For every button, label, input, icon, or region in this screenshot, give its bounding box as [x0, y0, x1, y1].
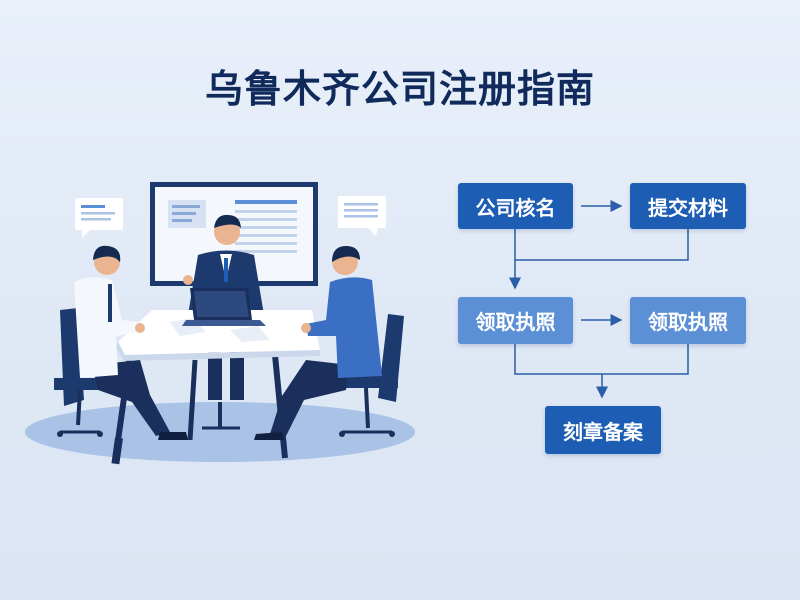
speech-bubble-right-icon	[338, 196, 386, 236]
connector-row1-to-step3	[514, 229, 689, 261]
left-person-icon	[54, 245, 188, 440]
connector-row2-to-step5	[514, 344, 689, 375]
page-title: 乌鲁木齐公司注册指南	[204, 67, 595, 111]
flow-step-seal-filing: 刻章备案	[545, 406, 661, 454]
flow-step-name-check: 公司核名	[458, 183, 573, 229]
right-person-icon	[254, 246, 404, 440]
flow-step-collect-license: 领取执照	[458, 297, 573, 344]
speech-bubble-left-icon	[75, 198, 123, 238]
center-chair-icon	[202, 402, 240, 430]
flow-step-submit-materials: 提交材料	[630, 183, 746, 229]
meeting-illustration	[25, 182, 415, 465]
laptop-icon	[182, 288, 266, 326]
flow-step-collect-license-2: 领取执照	[630, 297, 746, 344]
